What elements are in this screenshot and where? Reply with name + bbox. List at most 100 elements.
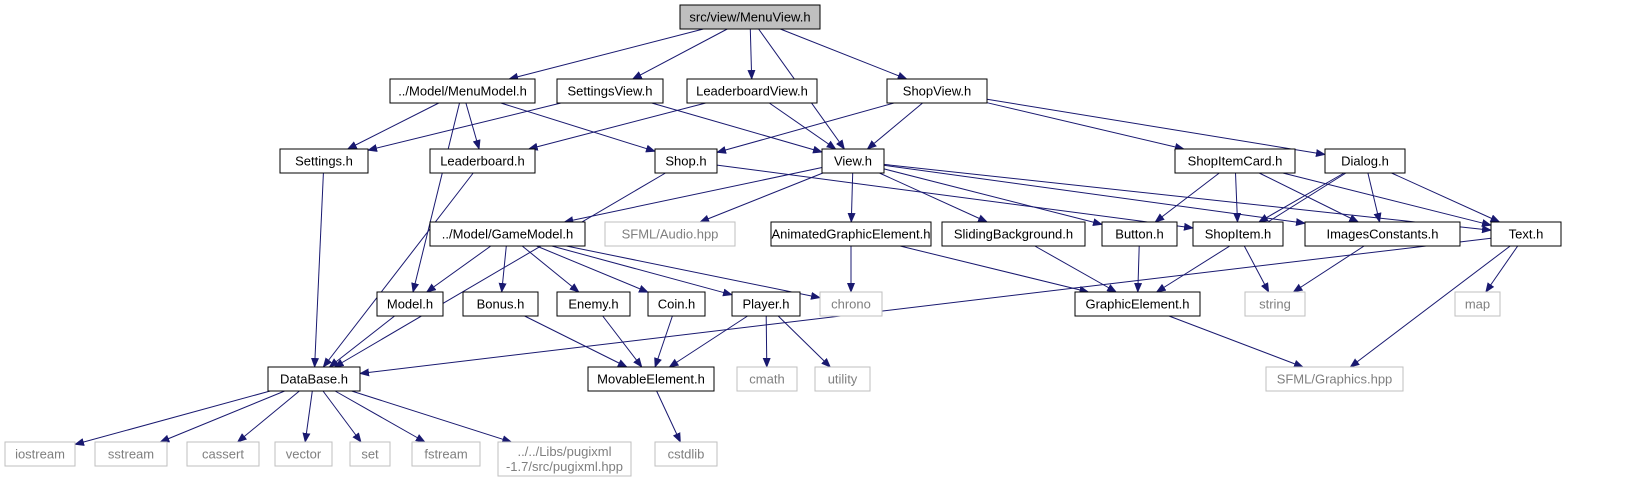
node-box — [679, 4, 821, 30]
node-box — [556, 291, 631, 317]
node-fstream: fstream — [411, 441, 481, 467]
edge-view-to-sfmlaudio — [699, 172, 824, 223]
node-label: Shop.h — [665, 154, 706, 169]
node-shop[interactable]: Shop.h — [654, 148, 718, 174]
node-cstdlib: cstdlib — [654, 441, 718, 467]
node-leaderboard[interactable]: Leaderboard.h — [429, 148, 536, 174]
edge-shopitemcard-to-imagesconst — [1258, 172, 1360, 223]
node-leaderboardview[interactable]: LeaderboardView.h — [686, 78, 818, 104]
edge-view-to-sliding — [879, 172, 989, 223]
edge-shopitem-to-string — [1243, 245, 1270, 293]
node-label: fstream — [424, 447, 467, 462]
node-box — [941, 221, 1086, 247]
node-settings[interactable]: Settings.h — [279, 148, 369, 174]
node-box — [94, 441, 168, 467]
node-label: ShopItem.h — [1205, 227, 1272, 242]
node-label: string — [1259, 297, 1291, 312]
node-label: Enemy.h — [568, 297, 618, 312]
node-label: DataBase.h — [280, 372, 348, 387]
edge-shop-to-shopitem — [716, 164, 1194, 231]
node-player[interactable]: Player.h — [731, 291, 801, 317]
node-imagesconst[interactable]: ImagesConstants.h — [1304, 221, 1461, 247]
node-box — [497, 441, 632, 477]
node-box — [1074, 291, 1201, 317]
node-sliding[interactable]: SlidingBackground.h — [941, 221, 1086, 247]
edge-enemy-to-movable — [602, 315, 643, 368]
node-label: SettingsView.h — [567, 84, 652, 99]
edge-leaderboardview-to-view — [769, 102, 837, 150]
node-text[interactable]: Text.h — [1490, 221, 1562, 247]
node-animated[interactable]: AnimatedGraphicElement.h — [770, 221, 932, 247]
node-shopitemcard[interactable]: ShopItemCard.h — [1174, 148, 1296, 174]
node-box — [556, 78, 664, 104]
edge-gamemodel-to-bonus — [498, 245, 507, 293]
node-label: ../Model/MenuModel.h — [398, 84, 527, 99]
node-box — [274, 441, 333, 467]
node-label: src/view/MenuView.h — [689, 10, 810, 25]
node-box — [654, 441, 718, 467]
node-root[interactable]: src/view/MenuView.h — [679, 4, 821, 30]
node-label: Settings.h — [295, 154, 353, 169]
node-label: ../Model/GameModel.h — [442, 227, 574, 242]
node-box — [1265, 366, 1404, 392]
node-cmath: cmath — [736, 366, 798, 392]
edge-settingsview-to-view — [651, 102, 823, 154]
edge-animated-to-graphicelement — [899, 245, 1090, 294]
node-label: ../../Libs/pugixml — [518, 444, 612, 459]
node-map: map — [1454, 291, 1501, 317]
edge-database-to-set — [322, 390, 362, 443]
node-label: iostream — [15, 447, 65, 462]
edge-settingsview-to-settings — [367, 102, 562, 152]
node-sfmlaudio: SFML/Audio.hpp — [604, 221, 736, 247]
node-box — [654, 148, 718, 174]
edge-shopitemcard-to-text — [1282, 172, 1492, 227]
node-label: chrono — [831, 297, 871, 312]
node-gamemodel[interactable]: ../Model/GameModel.h — [429, 221, 586, 247]
node-enemy[interactable]: Enemy.h — [556, 291, 631, 317]
node-settingsview[interactable]: SettingsView.h — [556, 78, 664, 104]
node-box — [1192, 221, 1284, 247]
node-label: GraphicElement.h — [1085, 297, 1189, 312]
edge-shopview-to-dialog — [986, 98, 1326, 157]
node-label: ShopItemCard.h — [1188, 154, 1283, 169]
node-box — [770, 221, 932, 247]
node-label: -1.7/src/pugixml.hpp — [506, 459, 623, 474]
node-label: SFML/Graphics.hpp — [1277, 372, 1393, 387]
node-iostream: iostream — [4, 441, 76, 467]
node-shopview[interactable]: ShopView.h — [886, 78, 988, 104]
edge-menumodel-to-model — [411, 102, 460, 293]
node-label: View.h — [834, 154, 872, 169]
node-view[interactable]: View.h — [821, 148, 885, 174]
node-bonus[interactable]: Bonus.h — [462, 291, 539, 317]
node-sstream: sstream — [94, 441, 168, 467]
edge-leaderboard-to-database — [322, 172, 474, 368]
node-coin[interactable]: Coin.h — [647, 291, 706, 317]
edge-gamemodel-to-model — [425, 245, 492, 293]
node-box — [429, 148, 536, 174]
node-box — [349, 441, 391, 467]
node-movable[interactable]: MovableElement.h — [587, 366, 715, 392]
node-dialog[interactable]: Dialog.h — [1324, 148, 1406, 174]
edge-text-to-database — [359, 237, 1492, 377]
edge-database-to-cassert — [236, 390, 300, 443]
node-box — [376, 291, 444, 317]
node-box — [462, 291, 539, 317]
edge-root-to-menumodel — [508, 28, 704, 81]
node-shopitem[interactable]: ShopItem.h — [1192, 221, 1284, 247]
node-menumodel[interactable]: ../Model/MenuModel.h — [389, 78, 536, 104]
edge-shopview-to-shopitemcard — [986, 102, 1185, 151]
edge-view-to-gamemodel — [563, 167, 823, 225]
edge-database-to-fstream — [334, 390, 426, 443]
edge-dialog-to-shopitem — [1258, 172, 1345, 223]
edge-menumodel-to-leaderboard — [465, 102, 481, 150]
node-model[interactable]: Model.h — [376, 291, 444, 317]
node-graphicelement[interactable]: GraphicElement.h — [1074, 291, 1201, 317]
node-string: string — [1244, 291, 1306, 317]
node-database[interactable]: DataBase.h — [267, 366, 361, 392]
node-button[interactable]: Button.h — [1101, 221, 1178, 247]
node-label: Text.h — [1509, 227, 1544, 242]
node-label: AnimatedGraphicElement.h — [772, 227, 931, 242]
edge-gamemodel-to-coin — [536, 245, 649, 293]
node-label: SlidingBackground.h — [954, 227, 1073, 242]
